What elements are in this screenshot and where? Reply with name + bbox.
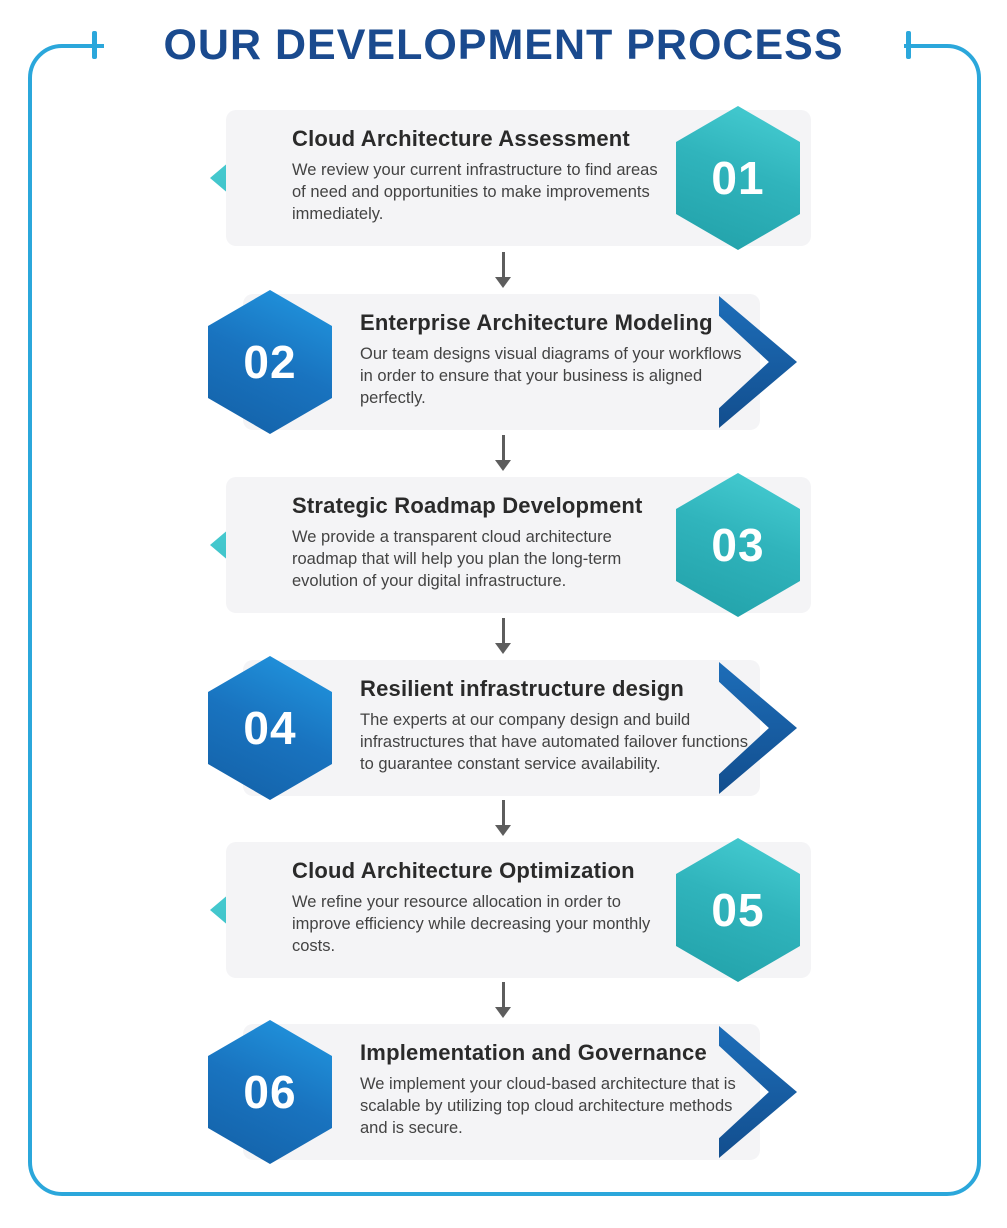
down-arrow-icon	[494, 618, 512, 655]
step-card-6: 06 Implementation and Governance We impl…	[0, 1020, 1007, 1164]
step-number-badge: 01	[676, 106, 800, 250]
step-title: Enterprise Architecture Modeling	[360, 310, 713, 335]
frame-tick-right-icon	[906, 31, 911, 59]
step-card-2: 02 Enterprise Architecture Modeling Our …	[0, 290, 1007, 434]
step-description: We implement your cloud-based architectu…	[360, 1075, 736, 1137]
step-title: Strategic Roadmap Development	[292, 493, 643, 518]
down-arrow-icon	[494, 982, 512, 1019]
step-description: We refine your resource allocation in or…	[292, 893, 651, 955]
step-title: Cloud Architecture Assessment	[292, 126, 630, 151]
step-card-1: Cloud Architecture Assessment We review …	[0, 106, 1007, 250]
step-card-3: Strategic Roadmap Development We provide…	[0, 473, 1007, 617]
step-description: We provide a transparent cloud architect…	[292, 528, 622, 590]
page-title: OUR DEVELOPMENT PROCESS	[163, 21, 844, 69]
step-description: The experts at our company design and bu…	[360, 711, 748, 773]
step-number-badge: 05	[676, 838, 800, 982]
step-description: We review your current infrastructure to…	[292, 161, 658, 223]
step-number: 06	[243, 1066, 297, 1118]
step-number-badge: 03	[676, 473, 800, 617]
step-title: Implementation and Governance	[360, 1040, 707, 1065]
step-card-5: Cloud Architecture Optimization We refin…	[0, 838, 1007, 982]
step-number: 01	[711, 152, 765, 204]
step-title: Resilient infrastructure design	[360, 676, 685, 701]
step-number: 03	[711, 519, 765, 571]
frame-tick-left-icon	[92, 31, 97, 59]
frame-title-gap	[104, 36, 904, 54]
step-number: 05	[711, 884, 765, 936]
down-arrow-icon	[494, 435, 512, 472]
down-arrow-icon	[494, 800, 512, 837]
step-number: 04	[243, 702, 297, 754]
step-description: Our team designs visual diagrams of your…	[360, 345, 742, 407]
down-arrow-icon	[494, 252, 512, 289]
step-title: Cloud Architecture Optimization	[292, 858, 635, 883]
step-card-4: 04 Resilient infrastructure design The e…	[0, 656, 1007, 800]
step-number: 02	[243, 336, 297, 388]
